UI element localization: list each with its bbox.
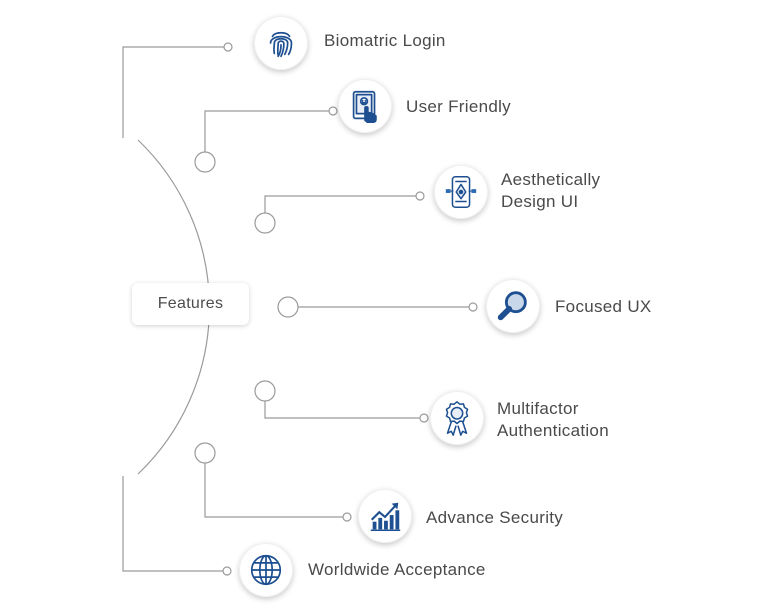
focused-ux-icon-badge (486, 279, 540, 333)
multifactor-icon-badge (430, 391, 484, 445)
node-focused-ux (277, 296, 299, 318)
endpoint-design-ui (415, 191, 425, 201)
node-multifactor (254, 380, 276, 402)
endpoint-security (342, 512, 352, 522)
feature-label-focused-ux: Focused UX (555, 297, 652, 316)
connector-security (204, 463, 344, 518)
connector-design-ui (264, 195, 417, 213)
user-friendly-icon-badge (338, 79, 392, 133)
feature-label-security: Advance Security (426, 508, 564, 527)
feature-label-biometric: Biomatric Login (324, 31, 446, 50)
globe-icon (250, 554, 282, 586)
feature-label-multifactor: Multifactor Authentication (497, 398, 609, 442)
mobile-design-icon (445, 176, 477, 208)
biometric-icon-badge (254, 16, 308, 70)
endpoint-focused-ux (468, 302, 478, 312)
node-user-friendly (194, 151, 216, 173)
connector-user-friendly (204, 110, 330, 152)
fingerprint-icon (269, 31, 293, 58)
design-ui-line-1: Aesthetically (501, 170, 601, 189)
node-design-ui (254, 212, 276, 234)
endpoint-multifactor (419, 413, 429, 423)
feature-label-user-friendly: User Friendly (406, 97, 511, 116)
endpoint-user-friendly (328, 106, 338, 116)
design-ui-icon-badge (434, 165, 488, 219)
connector-biometric (122, 46, 226, 138)
feature-label-worldwide: Worldwide Acceptance (308, 560, 486, 579)
touch-tablet-icon (352, 90, 377, 124)
feature-label-design-ui: Aesthetically Design UI (501, 169, 600, 213)
node-security (194, 442, 216, 464)
growth-chart-icon (370, 502, 401, 531)
magnifier-icon (497, 291, 527, 321)
multifactor-line-1: Multifactor (497, 399, 579, 418)
multifactor-line-2: Authentication (497, 421, 609, 440)
award-ribbon-icon (445, 401, 469, 436)
worldwide-icon-badge (239, 543, 293, 597)
security-icon-badge (358, 489, 412, 543)
connector-worldwide (122, 476, 224, 572)
connector-multifactor (264, 401, 421, 419)
endpoint-worldwide (222, 566, 232, 576)
design-ui-line-2: Design UI (501, 192, 579, 211)
endpoint-biometric (223, 42, 233, 52)
features-center-label: Features (157, 295, 224, 312)
features-center-box: Features (132, 283, 249, 325)
